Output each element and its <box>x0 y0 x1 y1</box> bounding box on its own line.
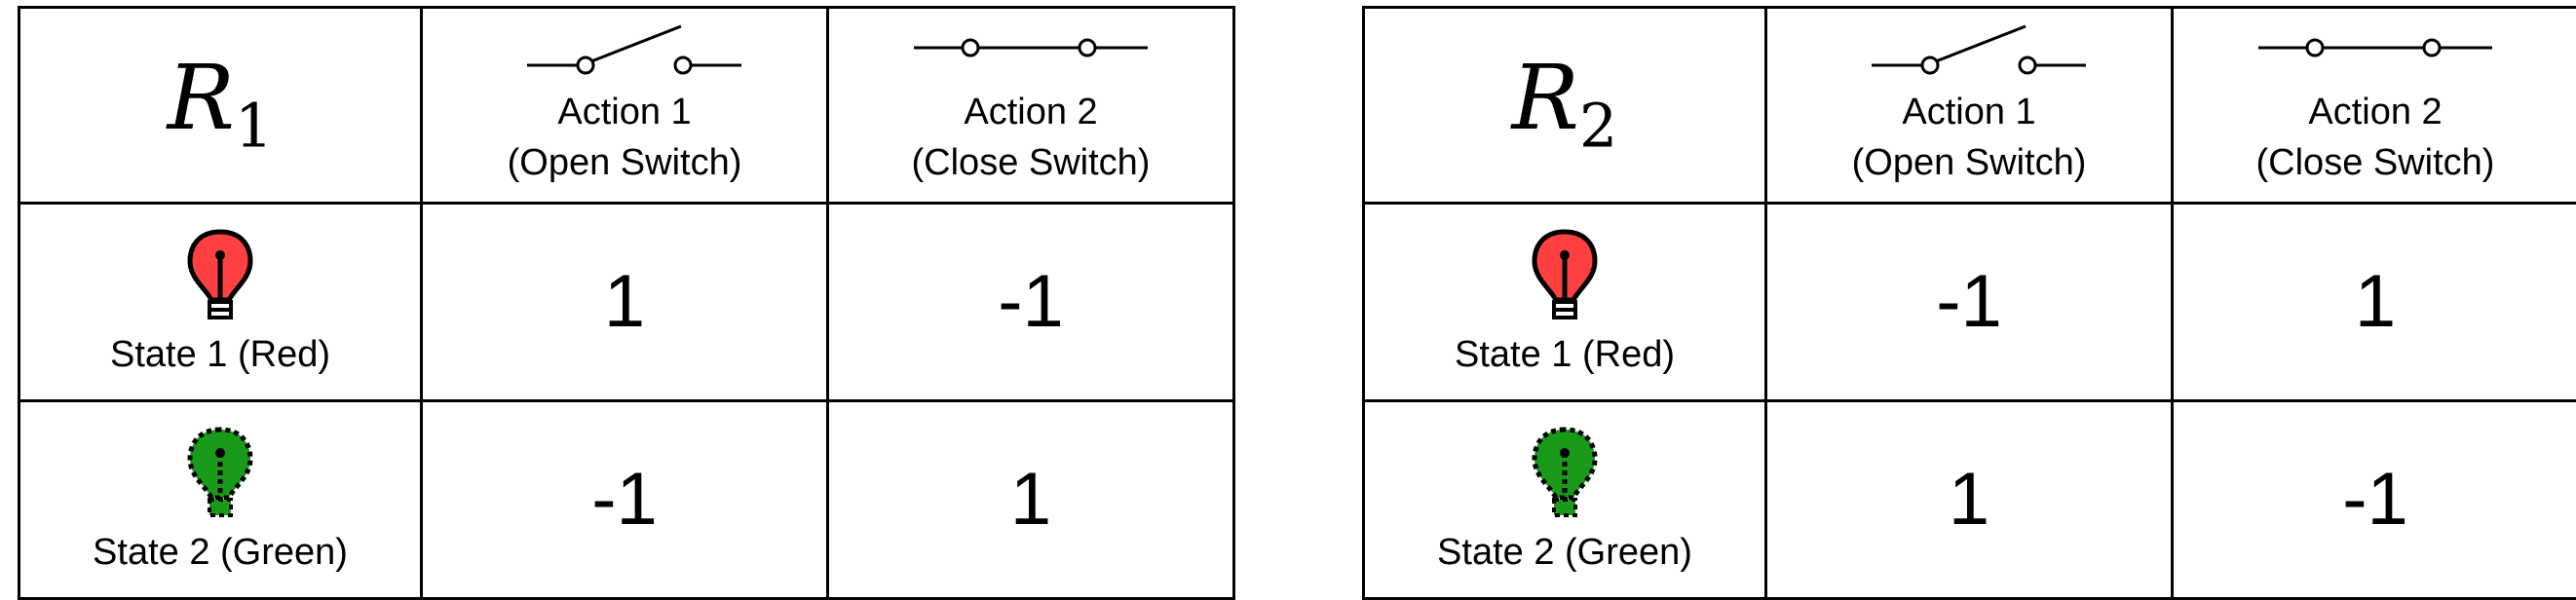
reward-table-r1: R1 Action 1 (Open Switch) Action 2 (Clos… <box>18 6 1235 600</box>
reward-value-cell: 1 <box>828 401 1234 599</box>
state-cell-1: State 1 (Red) <box>19 204 422 401</box>
action-label-line1: Action 2 <box>2174 87 2576 137</box>
green-bulb-icon <box>186 426 254 523</box>
reward-value-cell: -1 <box>2173 401 2576 599</box>
reward-value-cell: -1 <box>1766 204 2173 401</box>
closed-switch-icon <box>2258 22 2492 81</box>
action-label-line1: Action 2 <box>829 87 1232 137</box>
action-label-line2: (Close Switch) <box>2174 137 2576 188</box>
reward-value-cell: 1 <box>1766 401 2173 599</box>
green-bulb-icon <box>1531 426 1599 523</box>
action-header-1: Action 1 (Open Switch) <box>1766 8 2173 204</box>
action-label-line2: (Open Switch) <box>1767 137 2171 188</box>
state-cell-2: State 2 (Green) <box>19 401 422 599</box>
closed-switch-icon <box>914 22 1148 81</box>
action-label-line1: Action 1 <box>1767 87 2171 137</box>
state-label: State 2 (Green) <box>1365 531 1764 574</box>
table-name-cell: R1 <box>19 8 422 204</box>
reward-value-cell: 1 <box>2173 204 2576 401</box>
reward-value: -1 <box>591 458 658 541</box>
reward-value: -1 <box>1936 260 2002 343</box>
state-cell-2: State 2 (Green) <box>1364 401 1766 599</box>
reward-value: 1 <box>2355 260 2396 343</box>
reward-value-cell: -1 <box>828 204 1234 401</box>
reward-table-r2: R2 Action 1 (Open Switch) Action 2 (Clos… <box>1362 6 2576 600</box>
state-label: State 2 (Green) <box>20 531 420 574</box>
action-label-line1: Action 1 <box>423 87 826 137</box>
action-label-line2: (Open Switch) <box>423 137 826 188</box>
reward-value: 1 <box>1949 458 1989 541</box>
table-name: R1 <box>168 46 274 150</box>
open-switch-icon <box>508 22 741 81</box>
action-label-line2: (Close Switch) <box>829 137 1232 188</box>
red-bulb-icon <box>186 228 254 325</box>
action-header-2: Action 2 (Close Switch) <box>828 8 1234 204</box>
open-switch-icon <box>1852 22 2086 81</box>
state-label: State 1 (Red) <box>20 333 420 376</box>
action-header-1: Action 1 (Open Switch) <box>422 8 828 204</box>
table-name: R2 <box>1512 46 1618 150</box>
red-bulb-icon <box>1531 228 1599 325</box>
reward-value: 1 <box>1010 458 1051 541</box>
reward-value-cell: 1 <box>422 204 828 401</box>
reward-value-cell: -1 <box>422 401 828 599</box>
reward-value: -1 <box>998 260 1064 343</box>
action-header-2: Action 2 (Close Switch) <box>2173 8 2576 204</box>
table-name-cell: R2 <box>1364 8 1766 204</box>
reward-value: 1 <box>604 260 645 343</box>
reward-value: -1 <box>2342 458 2408 541</box>
state-label: State 1 (Red) <box>1365 333 1764 376</box>
state-cell-1: State 1 (Red) <box>1364 204 1766 401</box>
